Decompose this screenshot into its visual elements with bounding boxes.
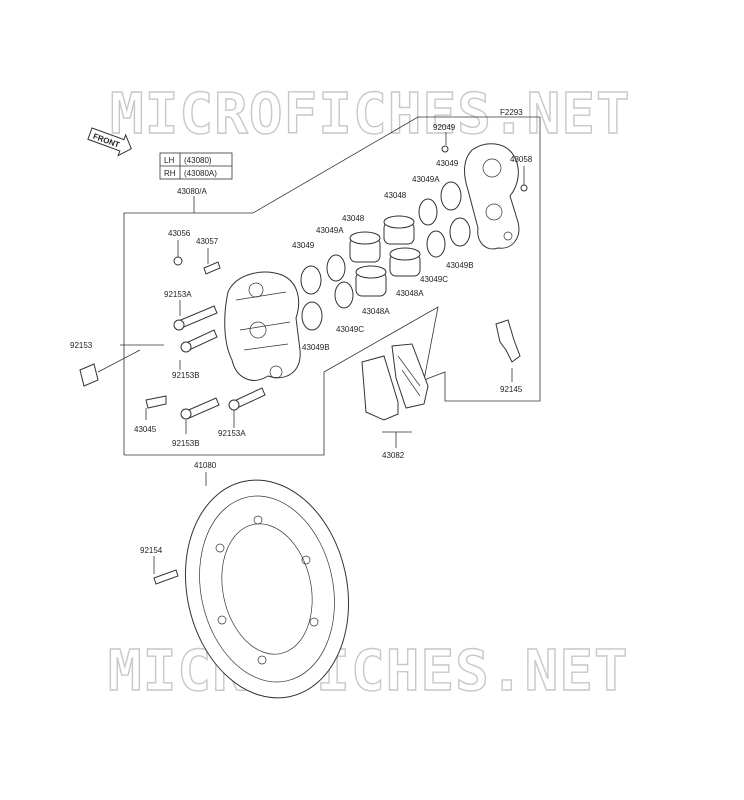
- label-92145: 92145: [500, 385, 523, 394]
- label-92049: 92049: [433, 123, 456, 132]
- piston-seal-set: [300, 181, 471, 331]
- label-43057: 43057: [196, 237, 219, 246]
- label-43049c-b: 43049C: [336, 325, 364, 334]
- label-caliper-assy: 43080/A: [177, 187, 207, 196]
- label-43048a-b: 43048A: [362, 307, 390, 316]
- label-92154: 92154: [140, 546, 163, 555]
- caliper-half-right: [464, 143, 520, 250]
- label-41080: 41080: [194, 461, 217, 470]
- label-43048-a: 43048: [384, 191, 407, 200]
- assembly-outline: [123, 116, 541, 456]
- table-row-rh-code: (43080A): [184, 169, 217, 178]
- table-row-lh-side: LH: [164, 156, 174, 165]
- label-92153: 92153: [70, 341, 93, 350]
- brake-pads: [361, 343, 429, 421]
- label-43045: 43045: [134, 425, 157, 434]
- label-43049b-b: 43049B: [302, 343, 330, 352]
- disc-bolt: [153, 569, 179, 585]
- label-43049b-a: 43049B: [446, 261, 474, 270]
- label-92153a-a: 92153A: [164, 290, 192, 299]
- label-43048a-a: 43048A: [396, 289, 424, 298]
- label-92153b-a: 92153B: [172, 371, 200, 380]
- pad-spring: [495, 319, 521, 363]
- side-code-table: LH (43080) RH (43080A): [159, 152, 233, 180]
- label-43049a-b: 43049A: [316, 226, 344, 235]
- label-43058: 43058: [510, 155, 533, 164]
- caliper-half-left: [224, 271, 301, 381]
- label-92153b-b: 92153B: [172, 439, 200, 448]
- table-row-lh-code: (43080): [184, 156, 212, 165]
- label-43056: 43056: [168, 229, 191, 238]
- label-43049a-a: 43049A: [412, 175, 440, 184]
- figure-code: F2293: [500, 108, 523, 117]
- bolt-set: [79, 145, 528, 420]
- label-43082: 43082: [382, 451, 405, 460]
- label-43049c-a: 43049C: [420, 275, 448, 284]
- label-92153a-b: 92153A: [218, 429, 246, 438]
- watermark-top: MICROFICHES.NET: [110, 82, 631, 147]
- leader-lines: [97, 132, 525, 574]
- table-row-rh-side: RH: [164, 169, 176, 178]
- label-43049-mid: 43049: [292, 241, 315, 250]
- watermark-bottom: MICROFICHES.NET: [108, 639, 629, 704]
- brake-disc: [184, 479, 350, 699]
- label-43049-top: 43049: [436, 159, 459, 168]
- label-43048-b: 43048: [342, 214, 365, 223]
